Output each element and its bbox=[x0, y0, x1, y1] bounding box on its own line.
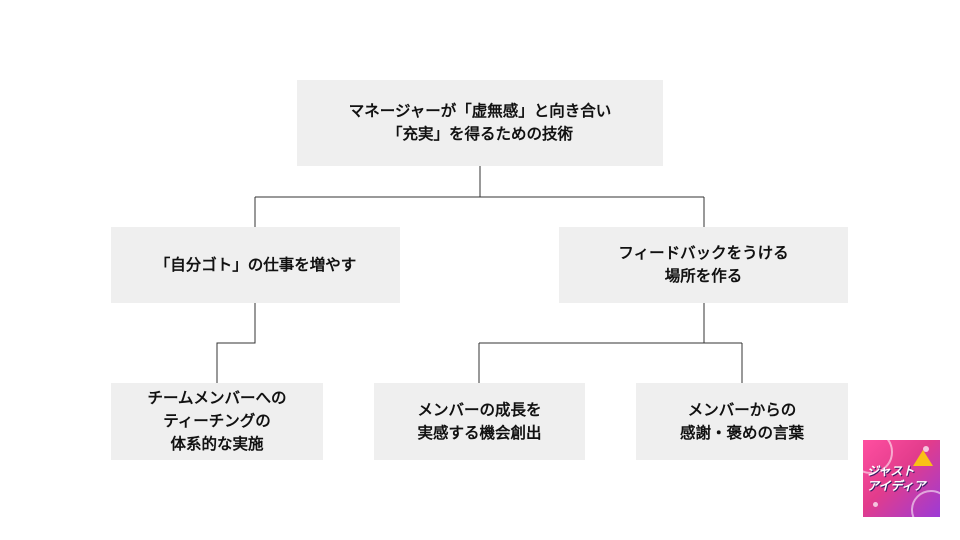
right-leaf-b-line-1: メンバーからの bbox=[687, 400, 797, 419]
logo-dot-decoration bbox=[923, 446, 929, 452]
right-branch-node: フィードバックをうける 場所を作る bbox=[559, 227, 848, 303]
left-branch-line-1: 「自分ゴト」の仕事を増やす bbox=[154, 255, 357, 274]
root-node-line-1: マネージャーが「虚無感」と向き合い bbox=[348, 102, 612, 120]
connector-left-to-leaf bbox=[216, 303, 256, 383]
logo-text: ジャスト アイディア bbox=[867, 464, 939, 494]
right-leaf-a-line-1: メンバーの成長を bbox=[417, 400, 542, 419]
left-leaf-line-2: ティーチングの bbox=[163, 412, 271, 430]
right-leaf-b-node: メンバーからの 感謝・褒めの言葉 bbox=[636, 383, 848, 460]
left-leaf-line-1: チームメンバーへの bbox=[147, 389, 287, 407]
left-leaf-line-3: 体系的な実施 bbox=[170, 435, 264, 453]
right-leaf-a-line-2: 実感する機会創出 bbox=[417, 423, 542, 442]
left-branch-node: 「自分ゴト」の仕事を増やす bbox=[111, 227, 400, 303]
connector-right-to-leaves bbox=[478, 303, 743, 383]
root-node: マネージャーが「虚無感」と向き合い 「充実」を得るための技術 bbox=[297, 80, 663, 166]
brand-logo: ジャスト アイディア bbox=[863, 440, 940, 517]
left-leaf-node: チームメンバーへの ティーチングの 体系的な実施 bbox=[111, 383, 323, 460]
connector-root-to-level1 bbox=[254, 166, 705, 227]
right-branch-line-2: 場所を作る bbox=[664, 267, 743, 285]
logo-text-line-1: ジャスト bbox=[867, 464, 915, 478]
logo-text-line-2: アイディア bbox=[867, 479, 926, 493]
logo-dot-decoration bbox=[873, 502, 878, 507]
logo-ring-decoration bbox=[911, 490, 940, 517]
right-branch-line-1: フィードバックをうける bbox=[618, 244, 789, 262]
right-leaf-a-node: メンバーの成長を 実感する機会創出 bbox=[374, 383, 585, 460]
root-node-line-2: 「充実」を得るための技術 bbox=[386, 125, 573, 143]
right-leaf-b-line-2: 感謝・褒めの言葉 bbox=[679, 423, 804, 442]
logo-triangle-decoration bbox=[913, 450, 933, 466]
